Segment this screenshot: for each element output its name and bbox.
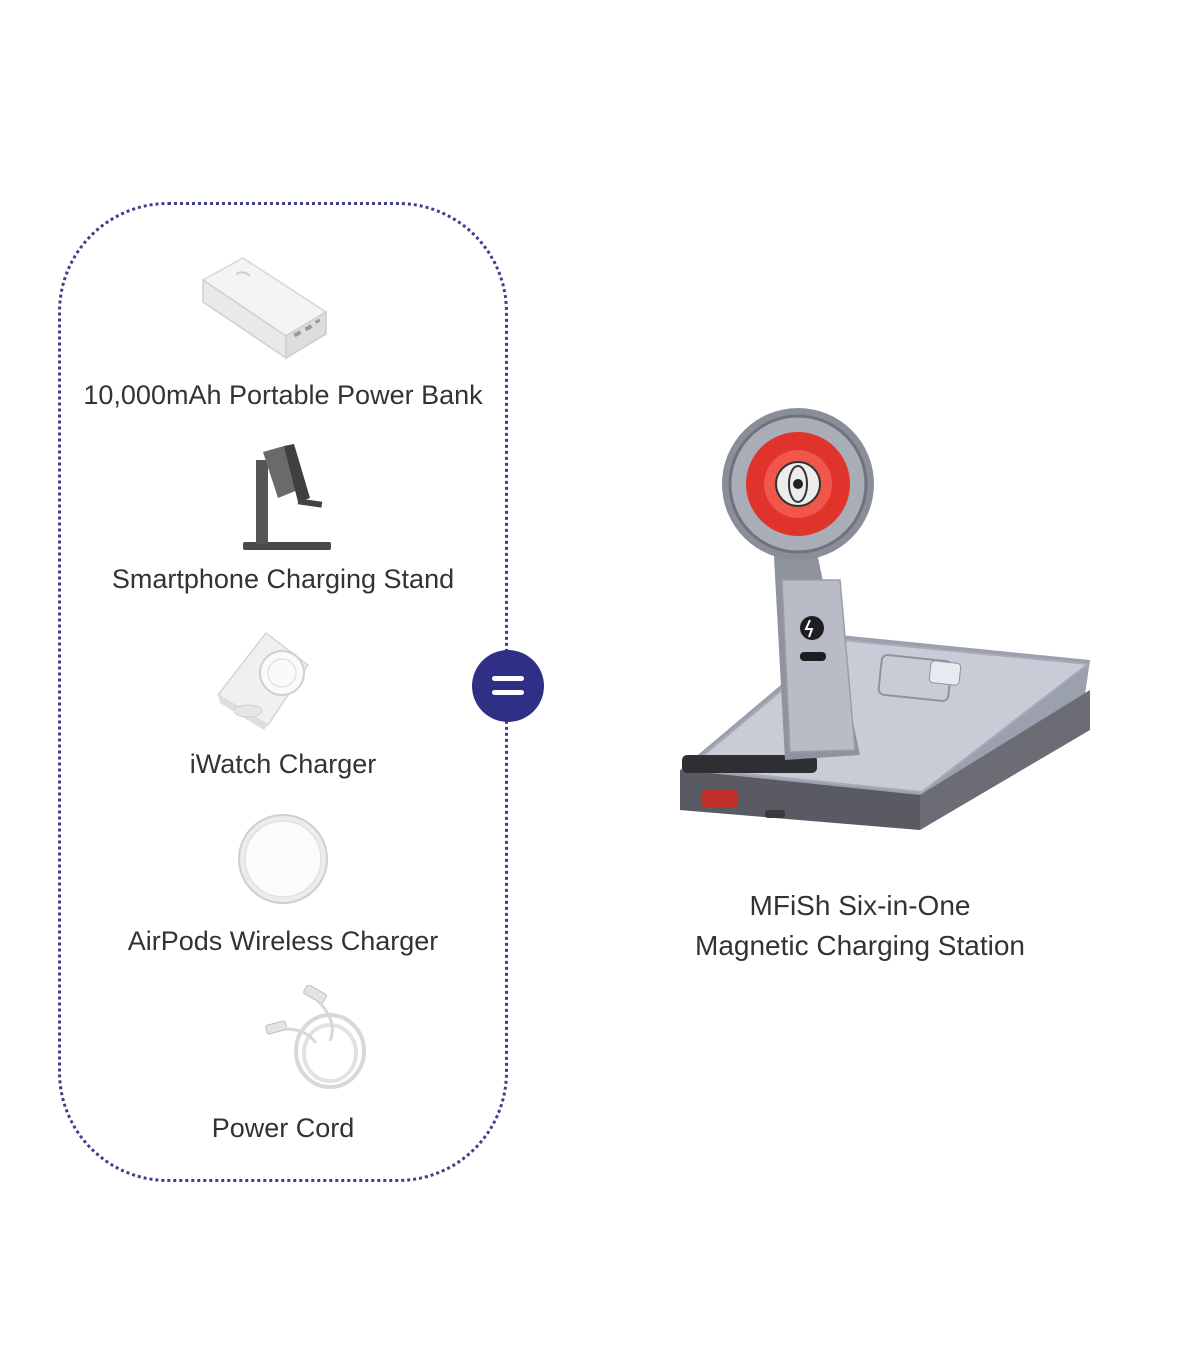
component-power-cord: Power Cord [58, 985, 508, 1155]
component-label: Power Cord [211, 1113, 355, 1143]
product-title-line1: MFiSh Six-in-One [749, 890, 971, 921]
component-watch-charger: iWatch Charger [58, 625, 508, 795]
component-label: 10,000mAh Portable Power Bank [83, 380, 483, 410]
component-power-bank: 10,000mAh Portable Power Bank [58, 250, 508, 420]
power-bank-icon [201, 257, 328, 360]
component-charging-stand: Smartphone Charging Stand [58, 440, 508, 610]
charging-stand-icon [243, 444, 331, 550]
equals-icon [472, 650, 544, 722]
product-title-line2: Magnetic Charging Station [695, 930, 1025, 961]
wireless-charger-icon [238, 814, 328, 904]
watch-charger-icon [216, 631, 310, 730]
charging-station-image [680, 408, 1091, 830]
component-label: iWatch Charger [189, 749, 377, 779]
component-label: Smartphone Charging Stand [111, 564, 455, 594]
usb-cable-icon [265, 985, 366, 1089]
component-label: AirPods Wireless Charger [127, 926, 439, 956]
component-airpods-charger: AirPods Wireless Charger [58, 812, 508, 972]
